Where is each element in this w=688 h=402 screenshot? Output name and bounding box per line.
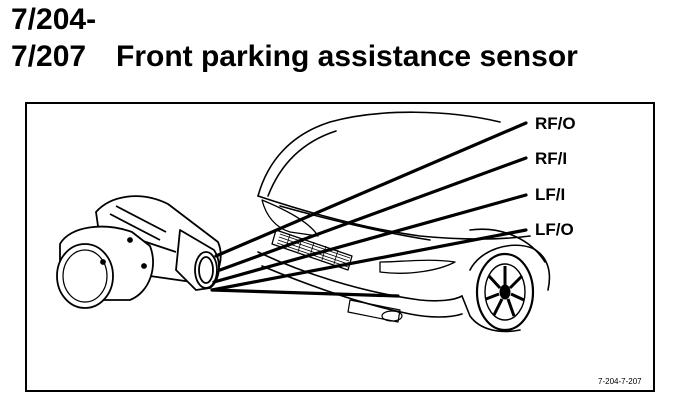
leader-line-lfo	[210, 228, 528, 292]
figure-reference: 7-204-7-207	[598, 377, 642, 386]
callout-lines	[210, 121, 528, 298]
callout-label-lfo: LF/O	[535, 220, 574, 239]
front-wheel	[475, 252, 535, 332]
callout-label-rfo: RF/O	[535, 114, 576, 133]
section-code-end: 7/207	[11, 40, 87, 73]
page-title: Front parking assistance sensor	[116, 40, 578, 73]
leader-line-lfi	[212, 193, 528, 284]
callout-label-lfi: LF/I	[535, 185, 566, 204]
section-code-start: 7/204-	[11, 3, 97, 36]
leader-line-lfo-target	[210, 288, 400, 298]
callout-label-rfi: RF/I	[535, 149, 568, 168]
leader-line-rfi	[218, 156, 528, 272]
parking-sensor	[56, 195, 222, 309]
leader-line-rfo	[214, 121, 528, 258]
car-front-drawing	[257, 111, 551, 333]
figure-frame	[25, 102, 655, 392]
